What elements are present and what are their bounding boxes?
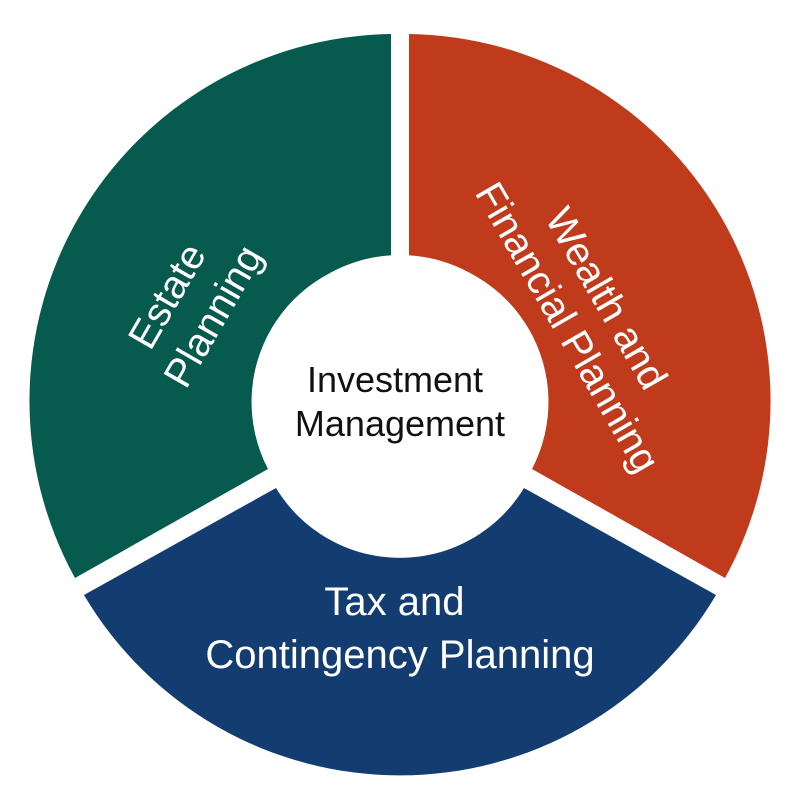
segment-estate-planning-shape <box>29 34 391 578</box>
center-label-line-1: Investment <box>307 359 483 400</box>
segment-label-tax-line-2: Contingency Planning <box>205 633 594 677</box>
center-label: Investment Management <box>295 359 505 444</box>
center-label-line-2: Management <box>295 403 505 444</box>
segment-label-tax-line-1: Tax and <box>324 580 464 624</box>
segment-label-tax: Tax and Contingency Planning <box>205 580 594 677</box>
segment-estate-planning <box>29 34 391 578</box>
segment-tax-contingency-planning-shape <box>84 488 716 776</box>
segment-wealth-financial-planning <box>409 34 771 578</box>
center-hub <box>255 255 545 545</box>
segment-tax-contingency-planning <box>84 488 716 776</box>
segment-wealth-financial-planning-shape <box>409 34 771 578</box>
